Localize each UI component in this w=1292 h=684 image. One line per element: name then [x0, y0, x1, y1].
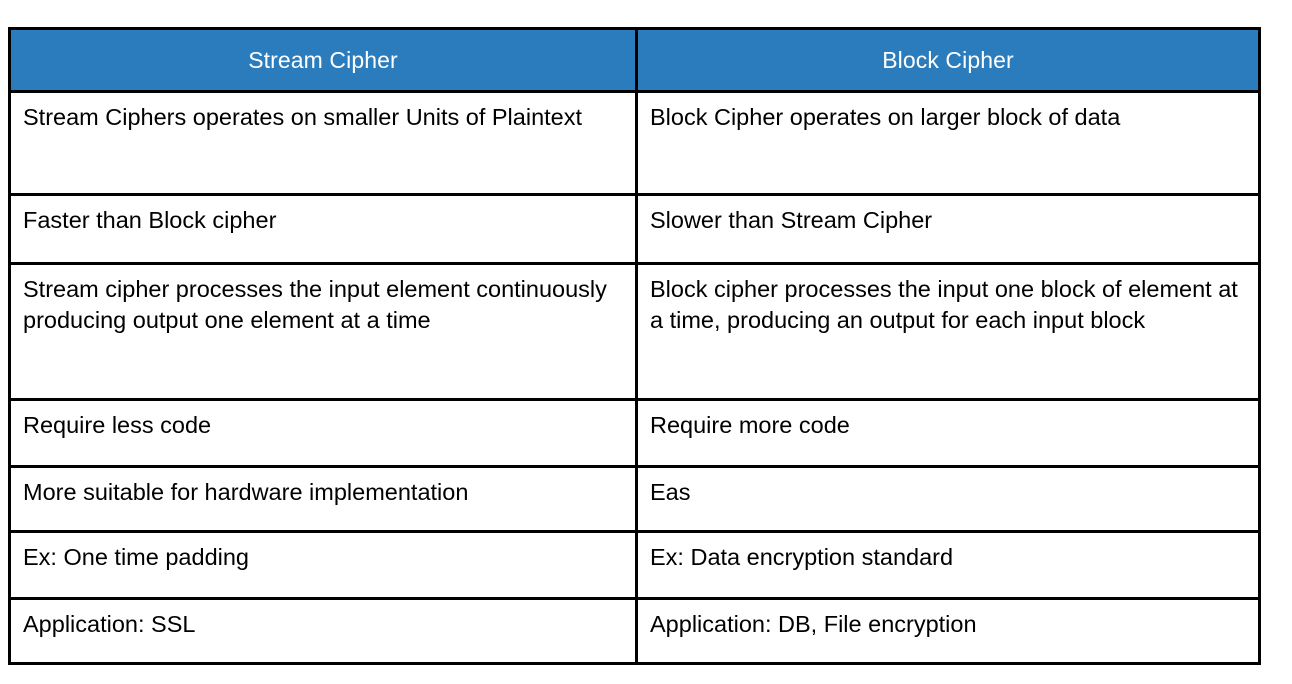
cell-stream-cipher-1: Stream Ciphers operates on smaller Units…	[8, 90, 638, 196]
cell-block-cipher-6: Ex: Data encryption standard	[635, 530, 1261, 600]
cell-block-cipher-2: Slower than Stream Cipher	[635, 193, 1261, 265]
cell-block-cipher-7: Application: DB, File encryption	[635, 597, 1261, 665]
cell-stream-cipher-6: Ex: One time padding	[8, 530, 638, 600]
table-row: Faster than Block cipher Slower than Str…	[8, 193, 1261, 265]
cell-stream-cipher-2: Faster than Block cipher	[8, 193, 638, 265]
cell-text: Ex: Data encryption standard	[650, 544, 954, 570]
table-row: Ex: One time padding Ex: Data encryption…	[8, 530, 1261, 600]
cell-stream-cipher-5: More suitable for hardware implementatio…	[8, 465, 638, 533]
cell-block-cipher-4: Require more code	[635, 398, 1261, 468]
cell-text: Eas	[650, 479, 691, 505]
stream-vs-block-cipher-table: Stream Cipher Block Cipher Stream Cipher…	[8, 27, 1261, 665]
cell-text: Require less code	[23, 412, 212, 438]
table-header: Stream Cipher Block Cipher	[8, 27, 1261, 93]
table-header-row: Stream Cipher Block Cipher	[8, 27, 1261, 93]
cell-text: More suitable for hardware implementatio…	[23, 479, 469, 505]
table-row: More suitable for hardware implementatio…	[8, 465, 1261, 533]
cell-text: Application: DB, File encryption	[650, 611, 977, 637]
cell-text: Block Cipher operates on larger block of…	[650, 104, 1121, 130]
table-row: Require less code Require more code	[8, 398, 1261, 468]
cell-block-cipher-3: Block cipher processes the input one blo…	[635, 262, 1261, 401]
cell-block-cipher-5: Eas	[635, 465, 1261, 533]
table-row: Stream cipher processes the input elemen…	[8, 262, 1261, 401]
cell-text: Slower than Stream Cipher	[650, 207, 933, 233]
comparison-table-container: Stream Cipher Block Cipher Stream Cipher…	[8, 27, 1261, 665]
cell-stream-cipher-3: Stream cipher processes the input elemen…	[8, 262, 638, 401]
cell-stream-cipher-7: Application: SSL	[8, 597, 638, 665]
column-header-block-cipher: Block Cipher	[635, 27, 1261, 93]
table-row: Stream Ciphers operates on smaller Units…	[8, 90, 1261, 196]
cell-text: Block cipher processes the input one blo…	[650, 276, 1238, 334]
table-body: Stream Ciphers operates on smaller Units…	[8, 90, 1261, 665]
cell-text: Faster than Block cipher	[23, 207, 277, 233]
cell-block-cipher-1: Block Cipher operates on larger block of…	[635, 90, 1261, 196]
table-row: Application: SSL Application: DB, File e…	[8, 597, 1261, 665]
cell-text: Require more code	[650, 412, 850, 438]
cell-text: Ex: One time padding	[23, 544, 249, 570]
column-header-stream-cipher: Stream Cipher	[8, 27, 638, 93]
cell-text: Stream cipher processes the input elemen…	[23, 276, 607, 334]
cell-text: Application: SSL	[23, 611, 196, 637]
cell-text: Stream Ciphers operates on smaller Units…	[23, 104, 583, 130]
cell-stream-cipher-4: Require less code	[8, 398, 638, 468]
